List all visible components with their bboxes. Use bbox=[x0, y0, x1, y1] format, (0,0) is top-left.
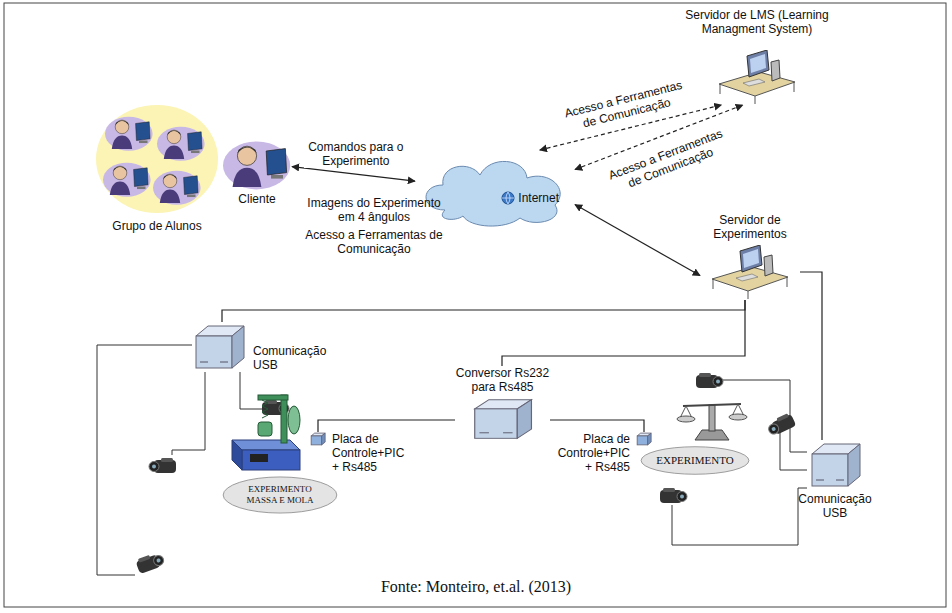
lms-server: Servidor de LMS (Learning Managment Syst… bbox=[668, 8, 846, 105]
connector bbox=[318, 420, 455, 432]
annotation-text: Acesso a Ferramentas de Comunicação bbox=[298, 228, 450, 256]
connector bbox=[575, 205, 700, 276]
connector bbox=[550, 420, 644, 432]
node-text: Servidor de LMS (Learning Managment Syst… bbox=[668, 8, 846, 36]
annotation-text: Imagens do Experimento em 4 ângulos bbox=[298, 196, 450, 224]
node-text: EXPERIMENTO bbox=[656, 454, 733, 467]
client-icon bbox=[222, 138, 292, 190]
client: Cliente bbox=[222, 138, 292, 206]
control-board: Placa de Controle+PIC + Rs485 bbox=[548, 432, 652, 474]
edge-label: Comandos para o Experimento bbox=[304, 140, 408, 168]
source-caption: Fonte: Monteiro, et.al. (2013) bbox=[0, 578, 952, 596]
usb-hub-box bbox=[808, 440, 863, 490]
edge-label: Acesso a Ferramentas de Comunicação bbox=[562, 78, 689, 135]
connector bbox=[800, 272, 822, 440]
node-text: Servidor de Experimentos bbox=[700, 213, 800, 241]
internet-cloud: Internet bbox=[415, 150, 575, 228]
node-text: EXPERIMENTO MASSA E MOLA bbox=[238, 484, 322, 506]
experiment-ellipse: EXPERIMENTO MASSA E MOLA bbox=[222, 476, 338, 514]
usb-hub: Comunicação USB bbox=[192, 322, 331, 372]
balance-apparatus bbox=[677, 404, 747, 440]
node-text: Conversor Rs232 para Rs485 bbox=[455, 366, 550, 394]
cloud-shape bbox=[415, 150, 575, 228]
node-text: Grupo de Alunos bbox=[92, 219, 222, 233]
connector bbox=[292, 167, 415, 182]
rs232-rs485-converter: Conversor Rs232 para Rs485 bbox=[455, 366, 550, 442]
camera bbox=[135, 373, 796, 574]
camera-wires bbox=[97, 345, 807, 575]
converter-box bbox=[470, 396, 535, 442]
server-icon bbox=[710, 245, 790, 300]
control-board-box bbox=[310, 432, 326, 446]
node-text: Comunicação USB bbox=[253, 344, 331, 372]
usb-hub-box bbox=[192, 322, 247, 372]
connector bbox=[502, 300, 745, 366]
node-text: Cliente bbox=[222, 192, 292, 206]
node-text: Placa de Controle+PIC + Rs485 bbox=[548, 432, 630, 474]
connector bbox=[222, 300, 745, 322]
experiment-server: Servidor de Experimentos bbox=[700, 213, 800, 300]
control-board-box bbox=[636, 432, 652, 446]
edge-label: Acesso a Ferramentas de Comunicação bbox=[605, 125, 731, 196]
server-icon bbox=[717, 50, 797, 105]
usb-hub: Comunicação USB bbox=[795, 440, 875, 520]
globe-icon bbox=[501, 191, 515, 205]
node-text: Placa de Controle+PIC + Rs485 bbox=[332, 432, 414, 474]
student-group-icon bbox=[95, 103, 220, 215]
student-group: Grupo de Alunos bbox=[92, 103, 222, 233]
frame-border bbox=[4, 3, 946, 607]
control-board: Placa de Controle+PIC + Rs485 bbox=[310, 432, 414, 474]
experiment-ellipse: EXPERIMENTO bbox=[640, 446, 750, 475]
node-text: Internet bbox=[518, 191, 559, 205]
mass-spring-apparatus bbox=[232, 395, 300, 470]
node-text: Comunicação USB bbox=[795, 492, 875, 520]
